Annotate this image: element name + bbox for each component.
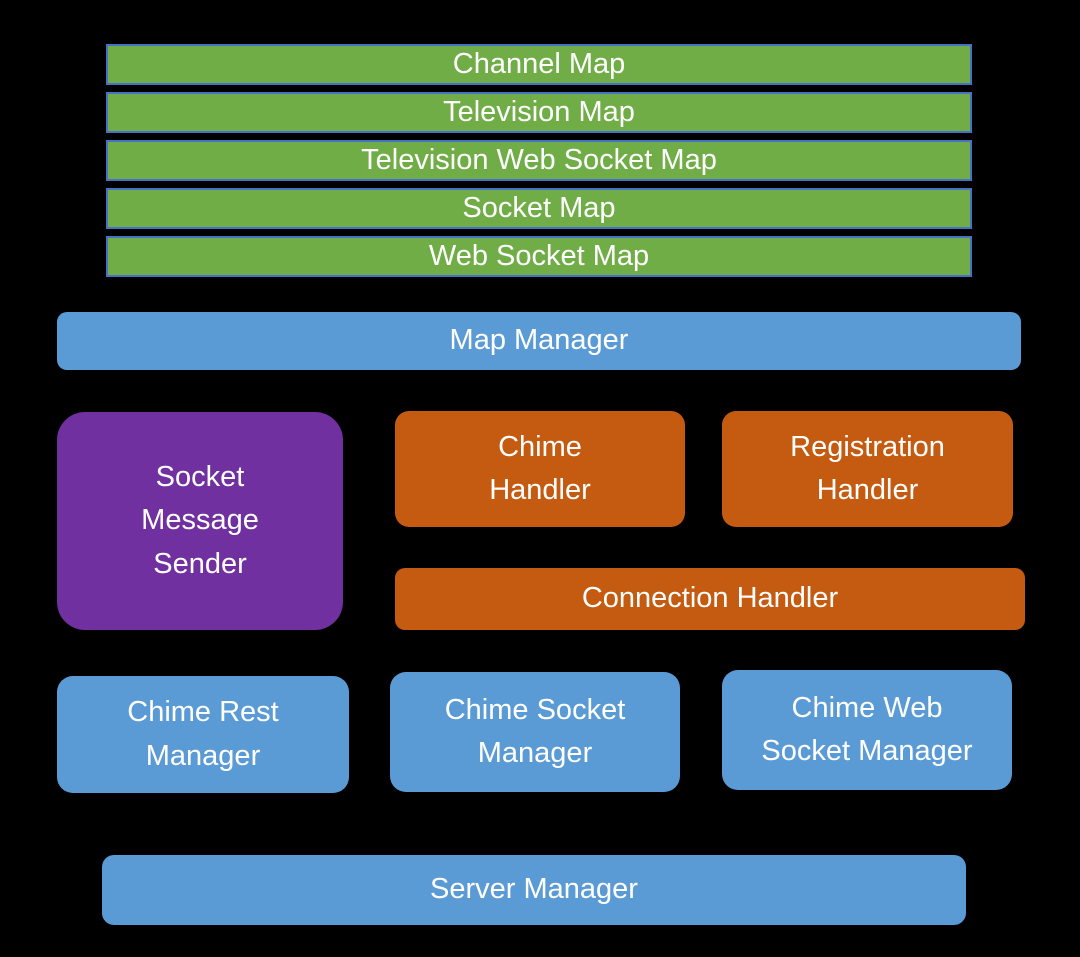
socket-message-sender-line: Socket	[155, 460, 245, 493]
socket-message-sender-line: Sender	[153, 547, 247, 580]
chime-web-socket-manager-box: Chime Web Socket Manager	[722, 670, 1012, 790]
server-manager-label: Server Manager	[430, 873, 638, 906]
chime-rest-manager-line: Chime Rest	[127, 696, 279, 728]
map-bar-socket-map: Socket Map	[106, 188, 972, 229]
chime-rest-manager-line: Manager	[145, 739, 261, 772]
map-bar-television-web-socket-map: Television Web Socket Map	[106, 140, 972, 181]
map-bar-channel-map: Channel Map	[106, 44, 972, 85]
chime-handler-line: Handler	[489, 474, 591, 506]
registration-handler-line: Registration	[790, 430, 945, 463]
map-bar-label: Socket Map	[462, 192, 616, 224]
socket-message-sender-line: Message	[141, 504, 259, 537]
map-bar-label: Television Web Socket Map	[361, 144, 717, 176]
map-manager-label: Map Manager	[449, 324, 629, 357]
map-bar-label: Channel Map	[452, 48, 626, 80]
chime-web-socket-manager-line: Socket Manager	[761, 735, 973, 767]
chime-socket-manager-line: Manager	[477, 737, 593, 769]
map-bar-label: Television Map	[443, 96, 635, 128]
connection-handler-label: Connection Handler	[581, 582, 839, 615]
chime-rest-manager-box: Chime Rest Manager	[57, 676, 349, 793]
map-stack: Channel Map Television Map Television We…	[106, 44, 972, 277]
map-bar-television-map: Television Map	[106, 92, 972, 133]
chime-socket-manager-box: Chime Socket Manager	[390, 672, 680, 792]
map-bar-label: Web Socket Map	[428, 240, 650, 272]
chime-web-socket-manager-line: Chime Web	[791, 691, 943, 724]
registration-handler-line: Handler	[816, 474, 919, 506]
server-manager-box: Server Manager	[102, 855, 966, 925]
chime-handler-line: Chime	[498, 430, 582, 463]
socket-message-sender-box: Socket Message Sender	[57, 412, 343, 630]
chime-handler-box: Chime Handler	[395, 411, 685, 527]
map-manager-box: Map Manager	[57, 312, 1021, 370]
connection-handler-box: Connection Handler	[395, 568, 1025, 630]
chime-socket-manager-line: Chime Socket	[444, 693, 626, 726]
registration-handler-box: Registration Handler	[722, 411, 1013, 527]
map-bar-web-socket-map: Web Socket Map	[106, 236, 972, 277]
